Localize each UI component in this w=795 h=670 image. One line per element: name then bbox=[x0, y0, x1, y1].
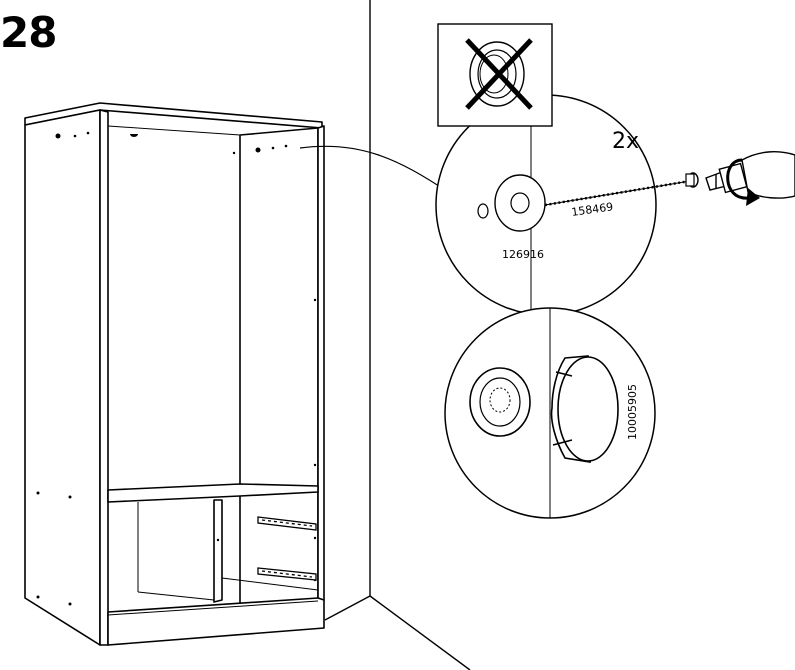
forbidden-box bbox=[437, 23, 553, 127]
callout-leader bbox=[299, 145, 449, 193]
cover-cap-part bbox=[550, 355, 619, 463]
drawer-runners bbox=[257, 516, 317, 581]
clockwise-rotate-icon bbox=[726, 158, 760, 206]
wardrobe-cabinet bbox=[24, 102, 325, 646]
cap-detail-callout bbox=[444, 307, 656, 519]
screw-part-number: 158469 bbox=[571, 200, 614, 219]
quantity-label: 2x bbox=[612, 129, 639, 154]
step-number: 28 bbox=[0, 8, 57, 57]
screwdriver-icon bbox=[705, 151, 795, 199]
washer-part-number: 126916 bbox=[502, 248, 544, 261]
cap-part-number: 10005905 bbox=[626, 384, 639, 440]
crossed-out-cap-icon bbox=[465, 38, 533, 110]
recessed-washer-part bbox=[469, 367, 531, 437]
washer-part bbox=[477, 174, 546, 232]
wall-corner bbox=[324, 0, 471, 670]
screw-part bbox=[544, 172, 699, 207]
